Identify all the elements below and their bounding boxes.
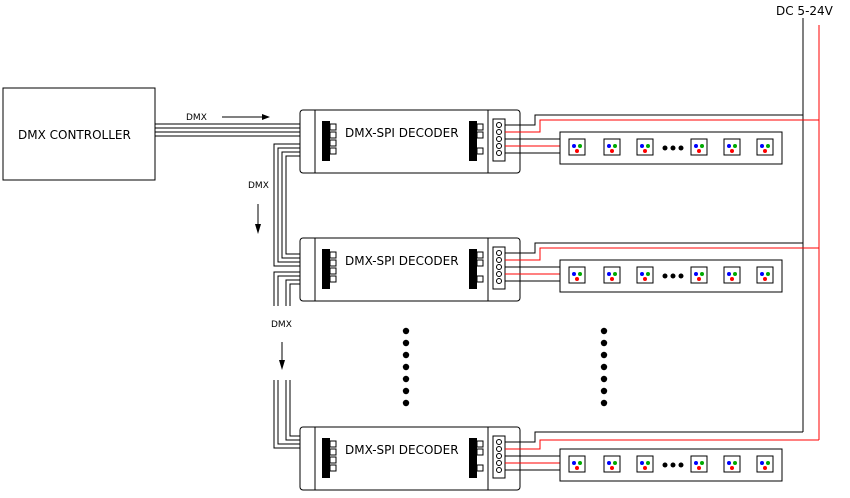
dmx-controller-box [2,87,156,181]
rgb-led-icon [568,266,774,284]
decoder-1: DMX-SPI DECODER [299,109,521,174]
led-strip-1 [559,131,783,165]
decoder-1-body [299,109,521,174]
power-supply-label: DC 5-24V [776,4,834,18]
more-decoders-ellipsis-icon [402,327,608,407]
dmx-controller-label: DMX CONTROLLER [18,128,131,142]
output-wiring-3 [505,431,819,471]
dmx-cable-decoder-2-to-decoder-3 [273,271,300,449]
dmx-cable-controller-to-decoder-1 [155,123,300,137]
led-strip-3 [559,448,783,482]
dmx-arrow-right-icon [222,114,270,120]
rgb-led-icon [568,455,774,473]
dmx-arrow-down-icon-2 [279,342,285,370]
dmx-cable-decoder-1-to-decoder-2 [273,143,300,267]
decoder-2: DMX-SPI DECODER [299,237,521,302]
dmx-label-1: DMX [186,113,207,123]
output-wiring-2 [505,242,819,282]
output-wiring-1 [505,114,819,154]
led-strip-2 [559,259,783,293]
decoder-3-label: DMX-SPI DECODER [345,443,459,457]
decoder-3: DMX-SPI DECODER [299,426,521,491]
dmx-arrow-down-icon-1 [255,204,261,234]
decoder-3-body [299,426,521,491]
decoder-2-label: DMX-SPI DECODER [345,254,459,268]
rgb-led-icon [568,138,774,156]
decoder-2-body [299,237,521,302]
decoder-1-label: DMX-SPI DECODER [345,126,459,140]
dmx-label-3: DMX [271,320,292,330]
dmx-label-2: DMX [248,181,269,191]
